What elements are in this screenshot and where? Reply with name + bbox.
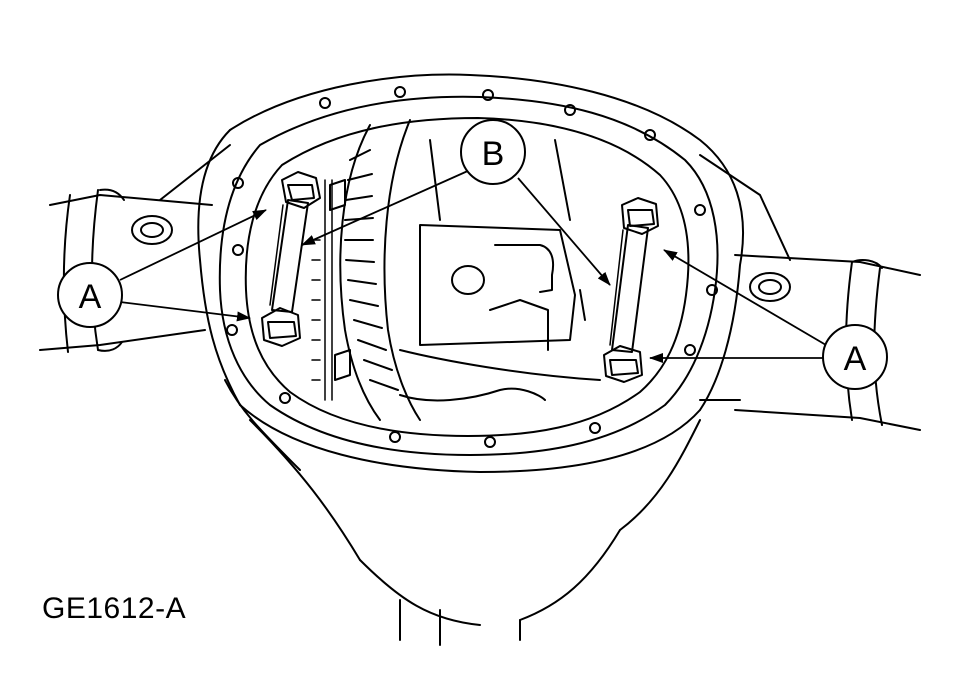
callout-left-a: A xyxy=(57,262,123,328)
svg-text:B: B xyxy=(482,135,505,173)
callout-right-a: A xyxy=(822,324,888,390)
left-lower-bolt xyxy=(261,307,301,347)
ring-gear xyxy=(311,119,421,421)
callout-top-b: B xyxy=(460,119,526,185)
right-upper-bolt xyxy=(621,197,659,235)
left-upper-bolt xyxy=(281,171,321,209)
right-bearing-cap xyxy=(603,197,659,383)
housing xyxy=(159,73,791,646)
leader-arrows xyxy=(119,169,827,363)
cover-flange xyxy=(218,95,719,456)
left-bearing-cap xyxy=(261,171,321,347)
left-axle-tube xyxy=(39,188,213,353)
right-lower-bolt xyxy=(603,345,643,383)
svg-text:A: A xyxy=(79,278,102,316)
figure-code: GE1612-A xyxy=(42,592,187,625)
differential-case xyxy=(329,139,601,402)
svg-text:A: A xyxy=(844,340,867,378)
flange-bolt-holes xyxy=(226,86,718,448)
